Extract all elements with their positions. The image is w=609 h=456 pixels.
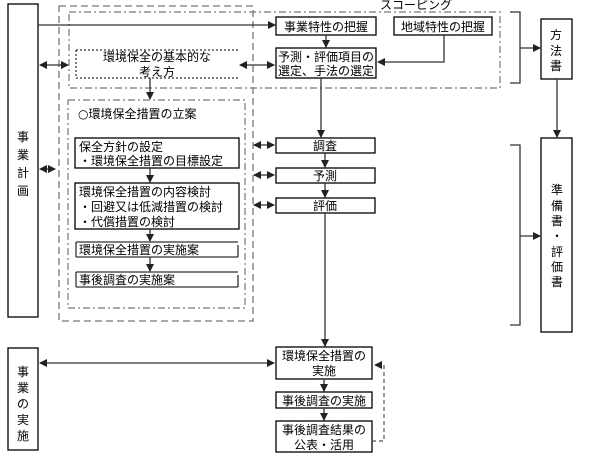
svg-text:事: 事: [17, 365, 29, 379]
followup-plan-label: 事後調査の実施案: [79, 272, 175, 287]
measures-implementation-line1: 環境保全措置の: [282, 348, 366, 363]
svg-text:実: 実: [17, 412, 29, 427]
measures-planning-title: ○環境保全措置の立案: [78, 106, 196, 121]
policy-setting-box: [74, 137, 240, 169]
regional-characteristics-label: 地域特性の把握: [401, 19, 485, 34]
selection-label-line2: 選定、手法の選定: [278, 63, 374, 78]
scoping-region-border: [68, 11, 501, 89]
followup-plan-box: [75, 271, 239, 288]
draft-assessment-document-label: 準 備 書 ・ 評 価 書: [551, 182, 563, 289]
business-implementation-label: 事 業 の 実 施: [17, 365, 29, 443]
svg-text:準: 準: [551, 182, 563, 197]
basic-approach-line1: 環境保全の基本的な: [103, 49, 211, 64]
followup-results-line2: 公表・活用: [294, 438, 354, 452]
svg-text:施: 施: [17, 429, 29, 443]
method-document-box: [540, 18, 573, 80]
implementation-plan-label: 環境保全措置の実施案: [79, 242, 199, 257]
method-document-label: 方 法 書: [550, 27, 562, 73]
followup-survey-label: 事後調査の実施: [282, 393, 366, 408]
followup-results-line1: 事後調査結果の: [282, 423, 366, 437]
measures-planning-region: [67, 99, 246, 309]
svg-text:事: 事: [17, 130, 29, 144]
arrow-regional-to-selection: [377, 35, 445, 66]
selection-box: [275, 47, 377, 79]
content-review-line2: ・回避又は低減措置の検討: [79, 199, 223, 214]
measures-implementation-line2: 実施: [312, 363, 336, 378]
measures-implementation-box: [275, 346, 373, 380]
prediction-label: 予測: [313, 169, 337, 183]
business-implementation-box: [7, 347, 39, 451]
svg-text:方: 方: [550, 27, 562, 42]
policy-setting-line1: 保全方針の設定: [79, 139, 163, 154]
svg-text:価: 価: [551, 260, 563, 274]
svg-text:法: 法: [550, 44, 562, 58]
svg-text:評: 評: [551, 244, 563, 259]
svg-text:書: 書: [551, 275, 563, 289]
svg-text:業: 業: [17, 148, 29, 162]
basic-approach-box: [75, 49, 238, 79]
svg-text:計: 計: [17, 165, 29, 180]
assessment-bracket: [510, 144, 521, 326]
basic-approach-line2: 考え方: [139, 64, 175, 79]
business-characteristics-label: 事業特性の把握: [284, 19, 368, 34]
content-review-line1: 環境保全措置の内容検討: [79, 184, 211, 199]
svg-text:の: の: [17, 397, 29, 411]
svg-text:書: 書: [551, 214, 563, 228]
svg-text:画: 画: [17, 184, 29, 198]
content-review-box: [74, 182, 240, 230]
svg-text:備: 備: [551, 198, 563, 213]
svg-text:・: ・: [551, 229, 563, 243]
svg-text:書: 書: [550, 59, 562, 73]
draft-assessment-document-box: [540, 137, 573, 333]
scoping-label: スコーピング: [380, 0, 452, 12]
selection-label-line1: 予測・評価項目の: [278, 49, 374, 64]
planning-region-border: [58, 5, 254, 322]
scoping-bracket: [510, 11, 521, 84]
business-plan-box: [7, 3, 39, 318]
content-review-line3: ・代償措置の検討: [79, 214, 175, 229]
implementation-plan-box: [75, 241, 239, 258]
svg-text:業: 業: [17, 381, 29, 395]
feedback-arrow-results-to-measures: [372, 361, 385, 442]
regional-characteristics-box: [393, 16, 493, 36]
survey-label: 調査: [313, 139, 337, 153]
followup-results-box: [275, 420, 373, 453]
business-plan-label: 事 業 計 画: [17, 130, 29, 198]
policy-setting-line2: ・環境保全措置の目標設定: [79, 153, 223, 168]
evaluation-label: 評価: [313, 198, 337, 213]
